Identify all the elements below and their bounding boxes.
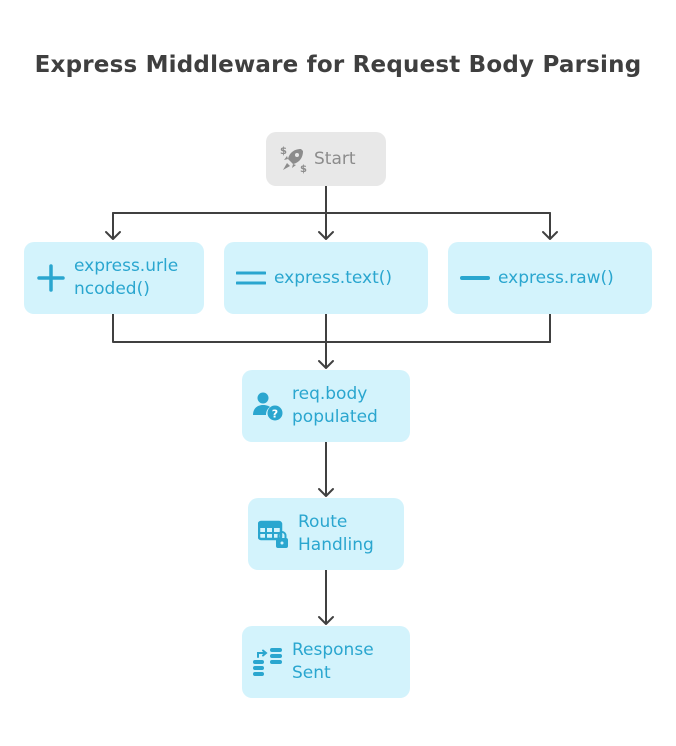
edge-start-raw [542, 212, 558, 240]
node-req-body[interactable]: ? req.body populated [242, 370, 410, 442]
equals-icon [236, 263, 266, 293]
svg-text:?: ? [272, 408, 278, 421]
server-transfer-icon [252, 646, 284, 678]
node-express-raw[interactable]: express.raw() [448, 242, 652, 314]
table-lock-icon [258, 518, 290, 550]
node-start[interactable]: $ $ Start [266, 132, 386, 186]
node-req-body-label-line1: req.body [292, 384, 368, 404]
node-route-label-line1: Route [298, 512, 348, 532]
node-urlencoded-label-line2: ncoded() [74, 279, 150, 299]
node-text-label: express.text() [274, 267, 393, 288]
node-express-urlencoded[interactable]: express.urle ncoded() [24, 242, 204, 314]
edge-start-urlencoded [105, 212, 121, 240]
node-response-sent[interactable]: Response Sent [242, 626, 410, 698]
plus-icon [36, 263, 66, 293]
user-question-icon: ? [252, 390, 284, 422]
node-response-label-line1: Response [292, 640, 374, 660]
node-response-label-line2: Sent [292, 663, 331, 683]
node-req-body-label-line2: populated [292, 407, 378, 427]
node-urlencoded-label-line1: express.urle [74, 256, 179, 276]
node-route-label-line2: Handling [298, 535, 374, 555]
node-express-text[interactable]: express.text() [224, 242, 428, 314]
minus-icon [460, 263, 490, 293]
node-raw-label: express.raw() [498, 267, 614, 288]
edge-reqbody-route [318, 441, 334, 497]
edge-start-split [112, 185, 551, 214]
edge-route-response [318, 569, 334, 625]
edge-urlencoded-merge [112, 313, 551, 343]
node-route-handling[interactable]: Route Handling [248, 498, 404, 570]
svg-text:$: $ [300, 164, 307, 174]
node-start-label: Start [314, 148, 356, 169]
svg-text:$: $ [280, 146, 287, 157]
rocket-dollar-icon: $ $ [278, 144, 310, 174]
diagram-title: Express Middleware for Request Body Pars… [34, 52, 642, 78]
edge-text-reqbody [318, 313, 334, 369]
edge-start-text [318, 212, 334, 240]
